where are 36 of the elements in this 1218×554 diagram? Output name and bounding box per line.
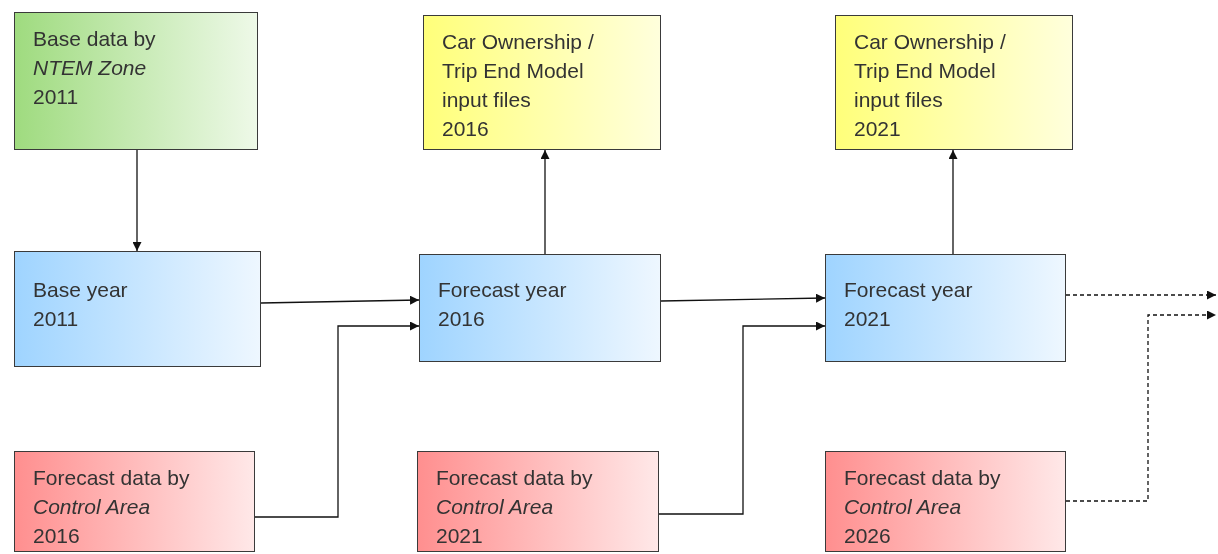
output-box xyxy=(835,15,1073,150)
year-label: 2026 xyxy=(844,523,891,549)
arrow xyxy=(1065,310,1217,502)
year-label: 2016 xyxy=(33,523,80,549)
arrow xyxy=(540,149,550,255)
year-label: 2021 xyxy=(436,523,483,549)
year-box xyxy=(419,254,661,362)
box-label: Car Ownership / Trip End Model input files xyxy=(442,29,595,113)
output-box xyxy=(423,15,661,150)
year-box xyxy=(14,251,261,367)
arrow xyxy=(1065,290,1217,300)
box-label: Base data by NTEM Zone xyxy=(33,26,157,81)
box-label: Forecast year xyxy=(844,277,973,303)
arrow xyxy=(260,295,420,305)
year-label: 2021 xyxy=(844,306,891,332)
box-label: Forecast data by Control Area xyxy=(436,465,594,520)
year-label: 2011 xyxy=(33,306,79,332)
arrow xyxy=(132,149,142,252)
arrow xyxy=(658,321,826,515)
data-box xyxy=(14,451,255,552)
box-label: Forecast data by Control Area xyxy=(33,465,191,520)
year-label: 2021 xyxy=(854,116,901,142)
box-label: Base year xyxy=(33,277,128,303)
year-label: 2016 xyxy=(442,116,489,142)
year-label: 2016 xyxy=(438,306,485,332)
year-label: 2011 xyxy=(33,84,79,110)
box-label: Car Ownership / Trip End Model input files xyxy=(854,29,1007,113)
data-box xyxy=(417,451,659,552)
arrow xyxy=(254,321,420,518)
box-label: Forecast year xyxy=(438,277,567,303)
arrow xyxy=(948,149,958,255)
year-box xyxy=(825,254,1066,362)
data-box xyxy=(825,451,1066,552)
arrow xyxy=(660,293,826,303)
box-label: Forecast data by Control Area xyxy=(844,465,1002,520)
data-box xyxy=(14,12,258,150)
